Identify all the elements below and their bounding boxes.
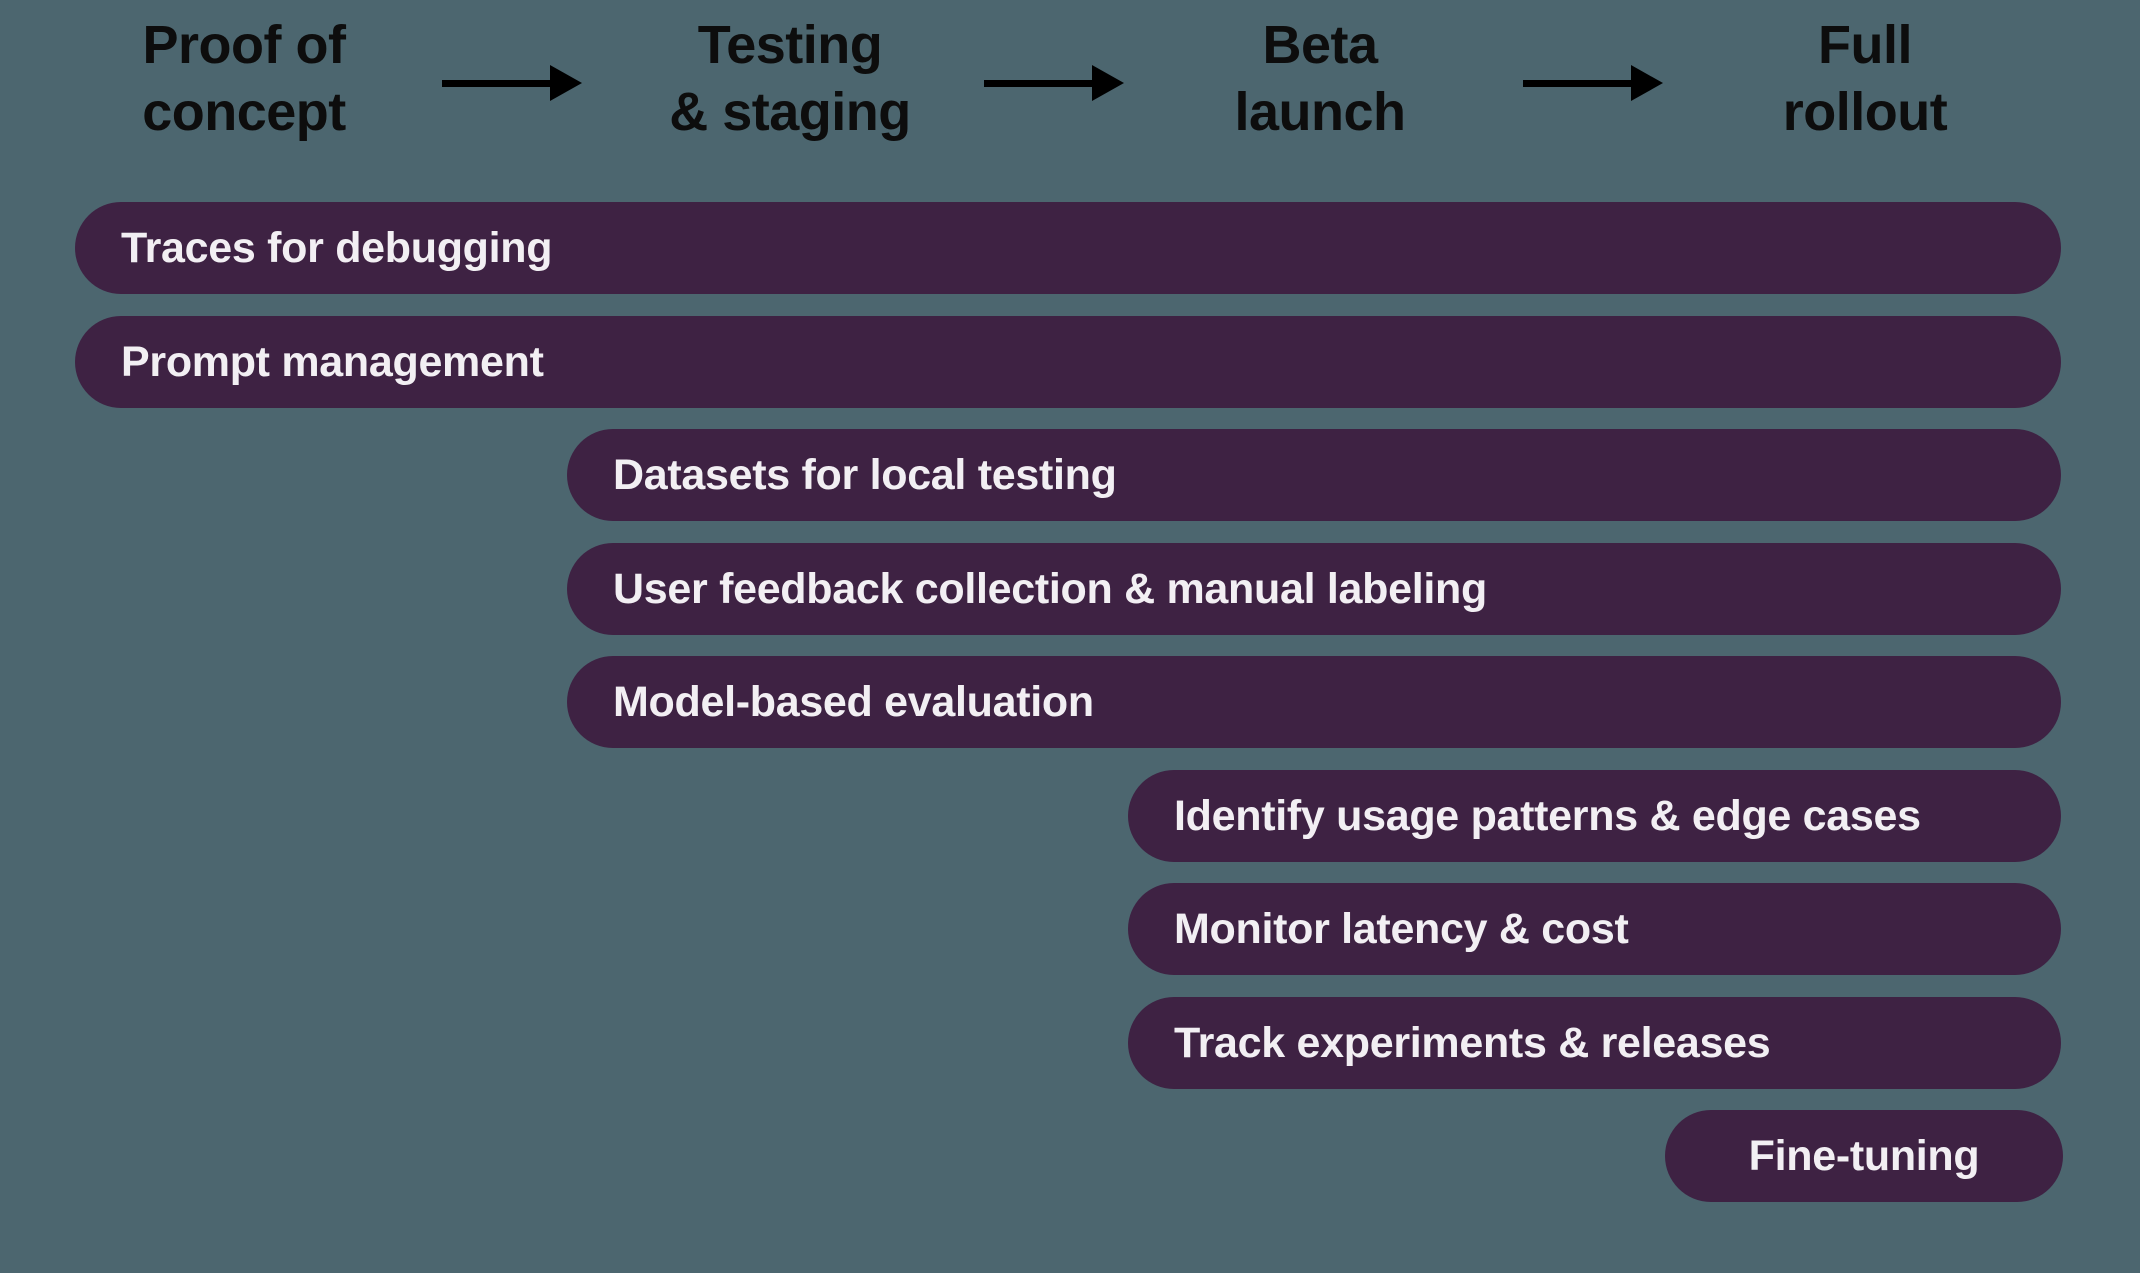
bar-label: Monitor latency & cost <box>1174 904 1629 953</box>
right-arrow-icon <box>984 65 1124 101</box>
lifecycle-bar-identify-usage-patterns: Identify usage patterns & edge cases <box>1128 770 2061 862</box>
arrow-head <box>550 65 582 101</box>
arrow-shaft <box>984 79 1096 87</box>
lifecycle-bar-datasets-for-local-testing: Datasets for local testing <box>567 429 2061 521</box>
phase-label-line: Proof of <box>142 15 346 75</box>
bar-label: Track experiments & releases <box>1174 1018 1771 1067</box>
phase-label-line: concept <box>142 82 346 142</box>
phase-label-line: launch <box>1234 82 1406 142</box>
bar-label: User feedback collection & manual labeli… <box>613 564 1487 613</box>
lifecycle-bar-user-feedback-collection: User feedback collection & manual labeli… <box>567 543 2061 635</box>
right-arrow-icon <box>1523 65 1663 101</box>
lifecycle-bar-monitor-latency-cost: Monitor latency & cost <box>1128 883 2061 975</box>
phase-label-beta-launch: Beta launch <box>1234 12 1406 146</box>
phase-label-full-rollout: Full rollout <box>1782 12 1948 146</box>
lifecycle-bar-model-based-evaluation: Model-based evaluation <box>567 656 2061 748</box>
right-arrow-icon <box>442 65 582 101</box>
phase-label-line: rollout <box>1782 82 1948 142</box>
bar-label: Datasets for local testing <box>613 450 1117 499</box>
lifecycle-bar-traces-for-debugging: Traces for debugging <box>75 202 2061 294</box>
phase-label-testing-staging: Testing & staging <box>669 12 911 146</box>
phase-label-line: Full <box>1818 15 1912 75</box>
bar-label: Traces for debugging <box>121 223 553 272</box>
bar-label: Fine-tuning <box>1748 1131 1980 1180</box>
arrow-head <box>1631 65 1663 101</box>
bar-label: Model-based evaluation <box>613 677 1094 726</box>
bar-label: Identify usage patterns & edge cases <box>1174 791 1921 840</box>
arrow-shaft <box>1523 79 1635 87</box>
phase-label-line: Beta <box>1262 15 1378 75</box>
lifecycle-bar-prompt-management: Prompt management <box>75 316 2061 408</box>
phase-label-line: & staging <box>669 82 911 142</box>
bar-label: Prompt management <box>121 337 544 386</box>
phase-label-line: Testing <box>697 15 883 75</box>
lifecycle-bar-fine-tuning: Fine-tuning <box>1665 1110 2063 1202</box>
arrow-shaft <box>442 79 554 87</box>
arrow-head <box>1092 65 1124 101</box>
phase-label-proof-of-concept: Proof of concept <box>142 12 346 146</box>
lifecycle-bar-track-experiments-releases: Track experiments & releases <box>1128 997 2061 1089</box>
